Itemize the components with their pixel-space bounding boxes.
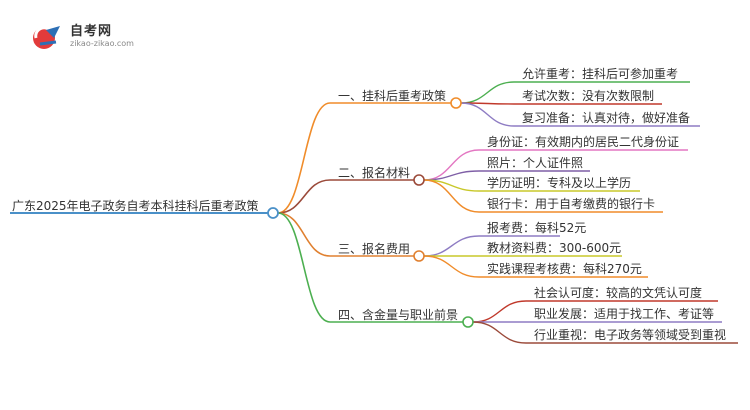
- logo-mark-icon: [33, 26, 60, 49]
- root-node: [267, 207, 279, 219]
- branch-topic-1: 一、挂科后重考政策: [338, 89, 447, 103]
- leaf-topic: 身份证：有效期内的居民二代身份证: [487, 135, 680, 149]
- leaf-topic: 复习准备：认真对待，做好准备: [522, 111, 691, 125]
- branch-topic-2: 二、报名材料: [338, 166, 411, 180]
- leaf-topic: 报考费：每科52元: [487, 221, 587, 235]
- leaf-topic: 社会认可度：较高的文凭认可度: [534, 286, 703, 300]
- branch-connector: [277, 102, 331, 214]
- leaf-connector: [423, 235, 480, 257]
- logo-title: 自考网: [70, 24, 113, 39]
- logo-subtitle: zikao-zikao.com: [70, 39, 134, 48]
- leaf-topic: 实践课程考核费：每科270元: [487, 262, 642, 276]
- branch-node: [413, 250, 425, 262]
- branch-connector: [277, 179, 331, 214]
- leaf-connector: [423, 255, 480, 278]
- leaf-topic: 考试次数：没有次数限制: [522, 89, 655, 103]
- site-logo[interactable]: 自考网 zikao-zikao.com: [30, 20, 150, 54]
- branch-topic-3: 三、报名费用: [338, 242, 411, 256]
- leaf-topic: 允许重考：挂科后可参加重考: [522, 67, 679, 81]
- leaf-topic: 行业重视：电子政务等领域受到重视: [534, 328, 727, 342]
- branch-node: [450, 97, 462, 109]
- leaf-connector: [460, 102, 515, 127]
- branch-topic-4: 四、含金量与职业前景: [338, 308, 459, 322]
- branch-node: [413, 174, 425, 186]
- leaf-topic: 照片：个人证件照: [487, 156, 584, 170]
- leaf-connector: [472, 300, 527, 323]
- leaf-topic: 银行卡：用于自考缴费的银行卡: [487, 197, 656, 211]
- root-topic: 广东2025年电子政务自考本科挂科后重考政策: [12, 199, 259, 213]
- leaf-connector: [423, 179, 480, 213]
- mind-map-edges: [10, 81, 738, 344]
- leaf-connector: [460, 81, 515, 104]
- branch-connector: [277, 212, 331, 323]
- leaf-topic: 教材资料费：300-600元: [487, 241, 622, 255]
- leaf-topic: 职业发展：适用于找工作、考证等: [534, 307, 715, 321]
- mind-map-nodes: [267, 97, 474, 328]
- branch-node: [462, 316, 474, 328]
- leaf-connector: [472, 321, 527, 344]
- branch-connector: [277, 212, 331, 257]
- leaf-topic: 学历证明：专科及以上学历: [487, 176, 632, 190]
